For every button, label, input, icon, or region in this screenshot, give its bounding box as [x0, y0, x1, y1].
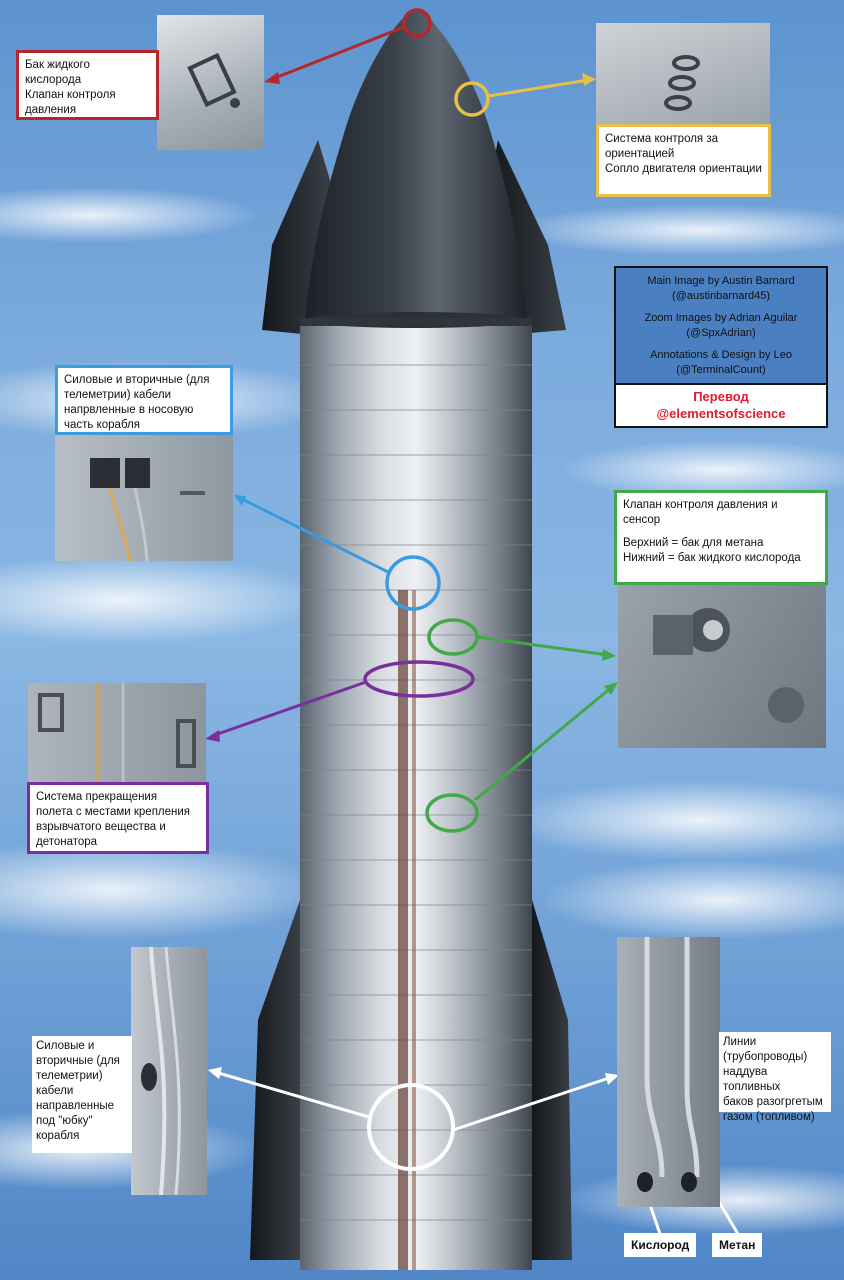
zoom-pressure-valve	[618, 585, 826, 748]
cable-raceway	[398, 590, 408, 1270]
credit-translation: Перевод @elementsofscience	[616, 385, 826, 426]
marker-valve-lower	[425, 793, 479, 833]
zoom-fts	[28, 683, 206, 782]
label-methane: Метан	[712, 1233, 763, 1257]
credit-annotations: Annotations & Design by Leo (@TerminalCo…	[650, 349, 792, 376]
credits-authors: Main Image by Austin Barnard (@austinbar…	[616, 268, 826, 385]
zoom-pressurization-lines	[617, 937, 720, 1207]
credits-box: Main Image by Austin Barnard (@austinbar…	[614, 266, 828, 428]
nose-cone	[305, 8, 527, 320]
label-skirt-cables: Силовые и вторичные (для телеметрии) каб…	[32, 1036, 132, 1153]
marker-nose-cables	[385, 555, 441, 611]
credit-main-image: Main Image by Austin Barnard (@austinbar…	[647, 275, 795, 302]
aft-fin-left	[250, 900, 300, 1260]
marker-fts	[363, 660, 475, 698]
label-pressurization-lines: Линии (трубопроводы) наддува топливных б…	[719, 1032, 831, 1123]
marker-lox-valve	[402, 8, 432, 38]
zoom-skirt-cables	[131, 947, 207, 1195]
label-nose-cables: Силовые и вторичные (для телеметрии) каб…	[55, 365, 233, 435]
label-oxygen: Кислород	[624, 1233, 697, 1257]
label-pressure-valve: Клапан контроля давления и сенсор Верхни…	[614, 490, 828, 585]
credit-zoom-images: Zoom Images by Adrian Aguilar (@SpxAdria…	[644, 312, 798, 339]
zoom-nose-cables	[55, 433, 233, 561]
zoom-lox-valve	[157, 15, 264, 150]
marker-skirt-cables	[367, 1083, 455, 1171]
label-rcs: Система контроля за ориентацией Сопло дв…	[596, 124, 771, 197]
aft-fin-right	[532, 900, 572, 1260]
label-lox-tank-valve: Бак жидкого кислорода Клапан контроля да…	[16, 50, 159, 120]
zoom-rcs-thrusters	[596, 23, 770, 124]
label-fts: Система прекращения полета с местами кре…	[27, 782, 209, 854]
marker-rcs	[454, 81, 490, 117]
